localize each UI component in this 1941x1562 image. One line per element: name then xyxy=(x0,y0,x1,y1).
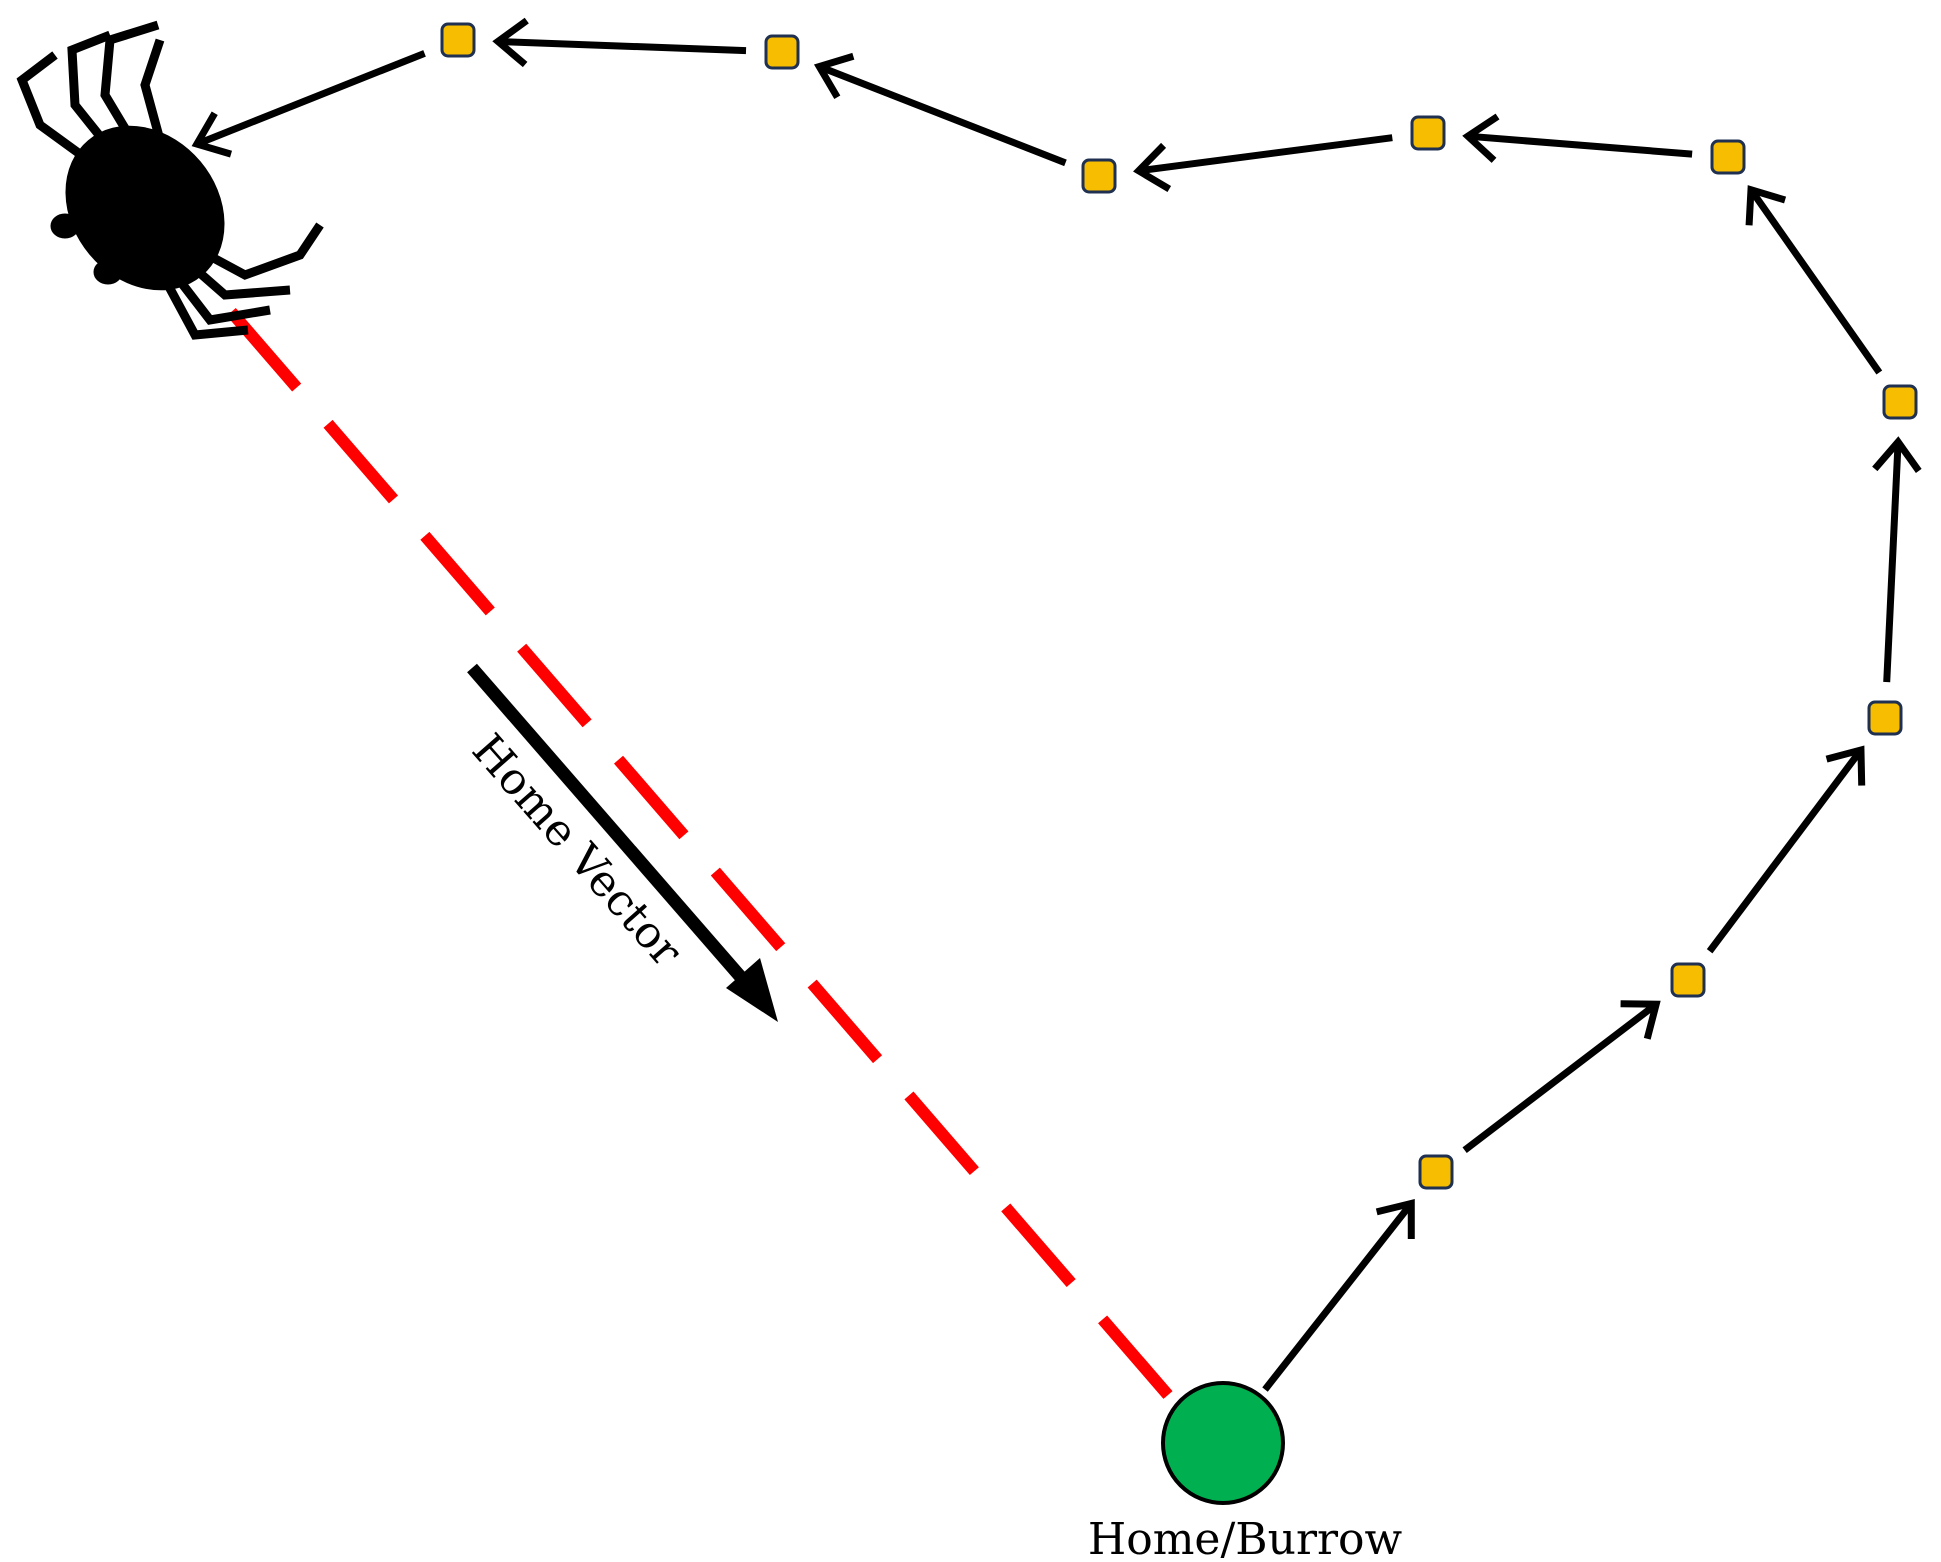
path-segment-arrow xyxy=(1262,1201,1415,1392)
arrowhead xyxy=(191,111,233,158)
waypoint-marker xyxy=(1081,158,1117,194)
home-vector-label: Home Vector xyxy=(462,725,693,977)
outbound-path xyxy=(191,17,1922,1392)
path-segment-arrow xyxy=(1748,187,1883,375)
arrowhead xyxy=(1620,1000,1661,1040)
path-segment-arrow xyxy=(1706,747,1864,954)
waypoint-marker xyxy=(440,22,476,58)
home-burrow-marker xyxy=(1161,1381,1285,1505)
home-label: Home/Burrow xyxy=(1088,1514,1403,1562)
arrowhead xyxy=(813,52,855,100)
path-segment-arrow xyxy=(497,37,747,55)
arrowhead xyxy=(1133,142,1172,193)
arrowhead xyxy=(492,17,529,68)
return-path-line xyxy=(203,281,1173,1399)
arrowhead xyxy=(1375,1198,1415,1240)
waypoint-marker xyxy=(1670,962,1706,998)
path-segment-arrow xyxy=(195,50,426,148)
path-segment-arrow xyxy=(1462,1001,1659,1153)
waypoint-marker xyxy=(1410,115,1446,151)
path-segment-arrow xyxy=(817,63,1067,167)
waypoints xyxy=(440,22,1918,1190)
waypoint-marker xyxy=(1882,384,1918,420)
waypoint-marker xyxy=(1710,139,1746,175)
arrowhead xyxy=(1745,185,1787,226)
arrowhead xyxy=(1462,113,1500,163)
arrowhead xyxy=(1872,436,1922,473)
home-vector-arrow xyxy=(467,663,778,1022)
waypoint-marker xyxy=(764,34,800,70)
path-segment-arrow xyxy=(1467,132,1693,158)
path-segment-arrow xyxy=(1138,134,1393,175)
waypoint-marker xyxy=(1418,1154,1454,1190)
waypoint-marker xyxy=(1867,700,1903,736)
path-segment-arrow xyxy=(1883,441,1902,683)
arrowhead xyxy=(1825,745,1866,786)
spider-icon xyxy=(16,20,324,340)
